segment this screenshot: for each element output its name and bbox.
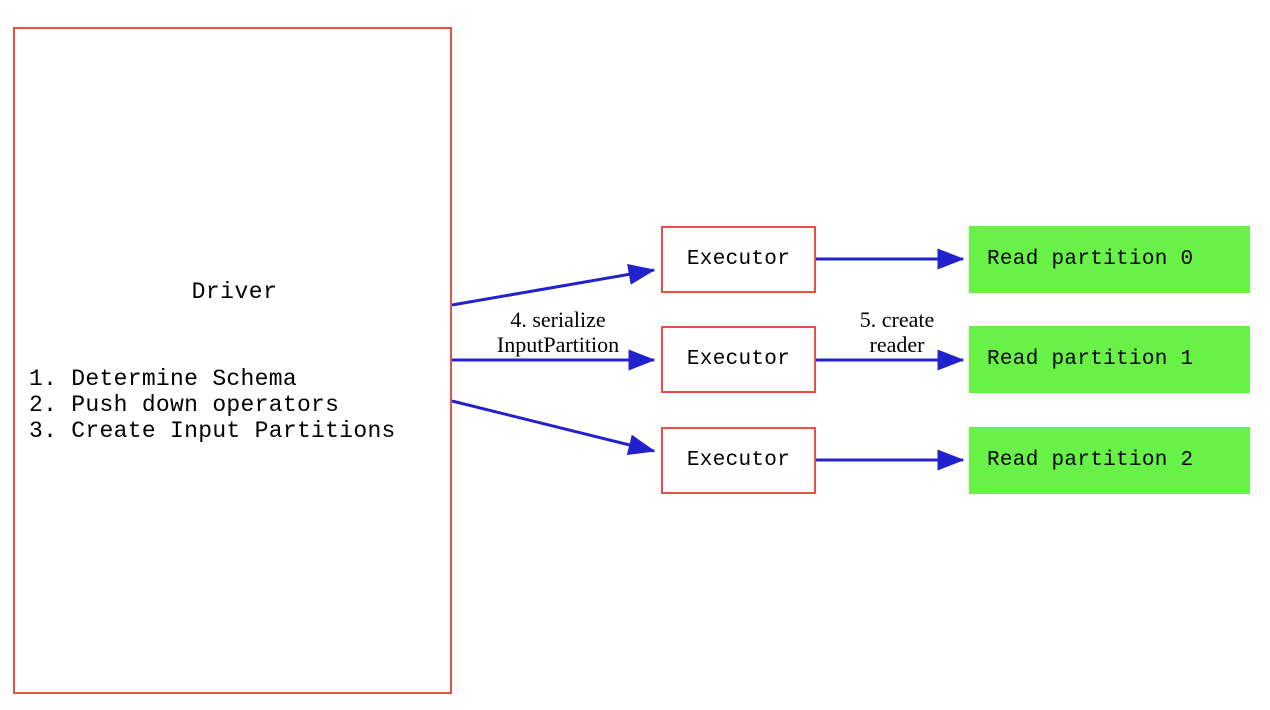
edge-label-serialize-line-1: 4. serialize [510,307,606,332]
driver-steps-list: 1. Determine Schema 2. Push down operato… [29,366,449,444]
edge-label-serialize: 4. serialize InputPartition [458,307,658,357]
executor-label-2: Executor [686,348,791,371]
arrow-driver-to-executor-3 [451,399,656,456]
partition-box-0: Read partition 0 [969,226,1250,293]
driver-box: Driver 1. Determine Schema 2. Push down … [13,27,452,694]
partition-label-0: Read partition 0 [987,248,1194,271]
driver-step-1: 1. Determine Schema [29,366,297,392]
partition-box-1: Read partition 1 [969,326,1250,393]
executor-box-1: Executor [661,226,816,293]
driver-title: Driver [191,279,278,305]
executor-box-2: Executor [661,326,816,393]
edge-label-create-reader: 5. create reader [838,307,956,357]
partition-box-2: Read partition 2 [969,427,1250,494]
partition-label-1: Read partition 1 [987,348,1194,371]
executor-label-1: Executor [686,248,791,271]
driver-step-3: 3. Create Input Partitions [29,418,396,444]
edge-label-create-reader-line-1: 5. create [859,307,935,332]
executor-box-3: Executor [661,427,816,494]
partition-label-2: Read partition 2 [987,449,1194,472]
arrow-driver-to-executor-1 [451,264,656,307]
driver-step-2: 2. Push down operators [29,392,340,418]
executor-label-3: Executor [686,449,791,472]
edge-label-create-reader-line-2: reader [869,332,925,357]
edge-label-serialize-line-2: InputPartition [496,332,620,357]
